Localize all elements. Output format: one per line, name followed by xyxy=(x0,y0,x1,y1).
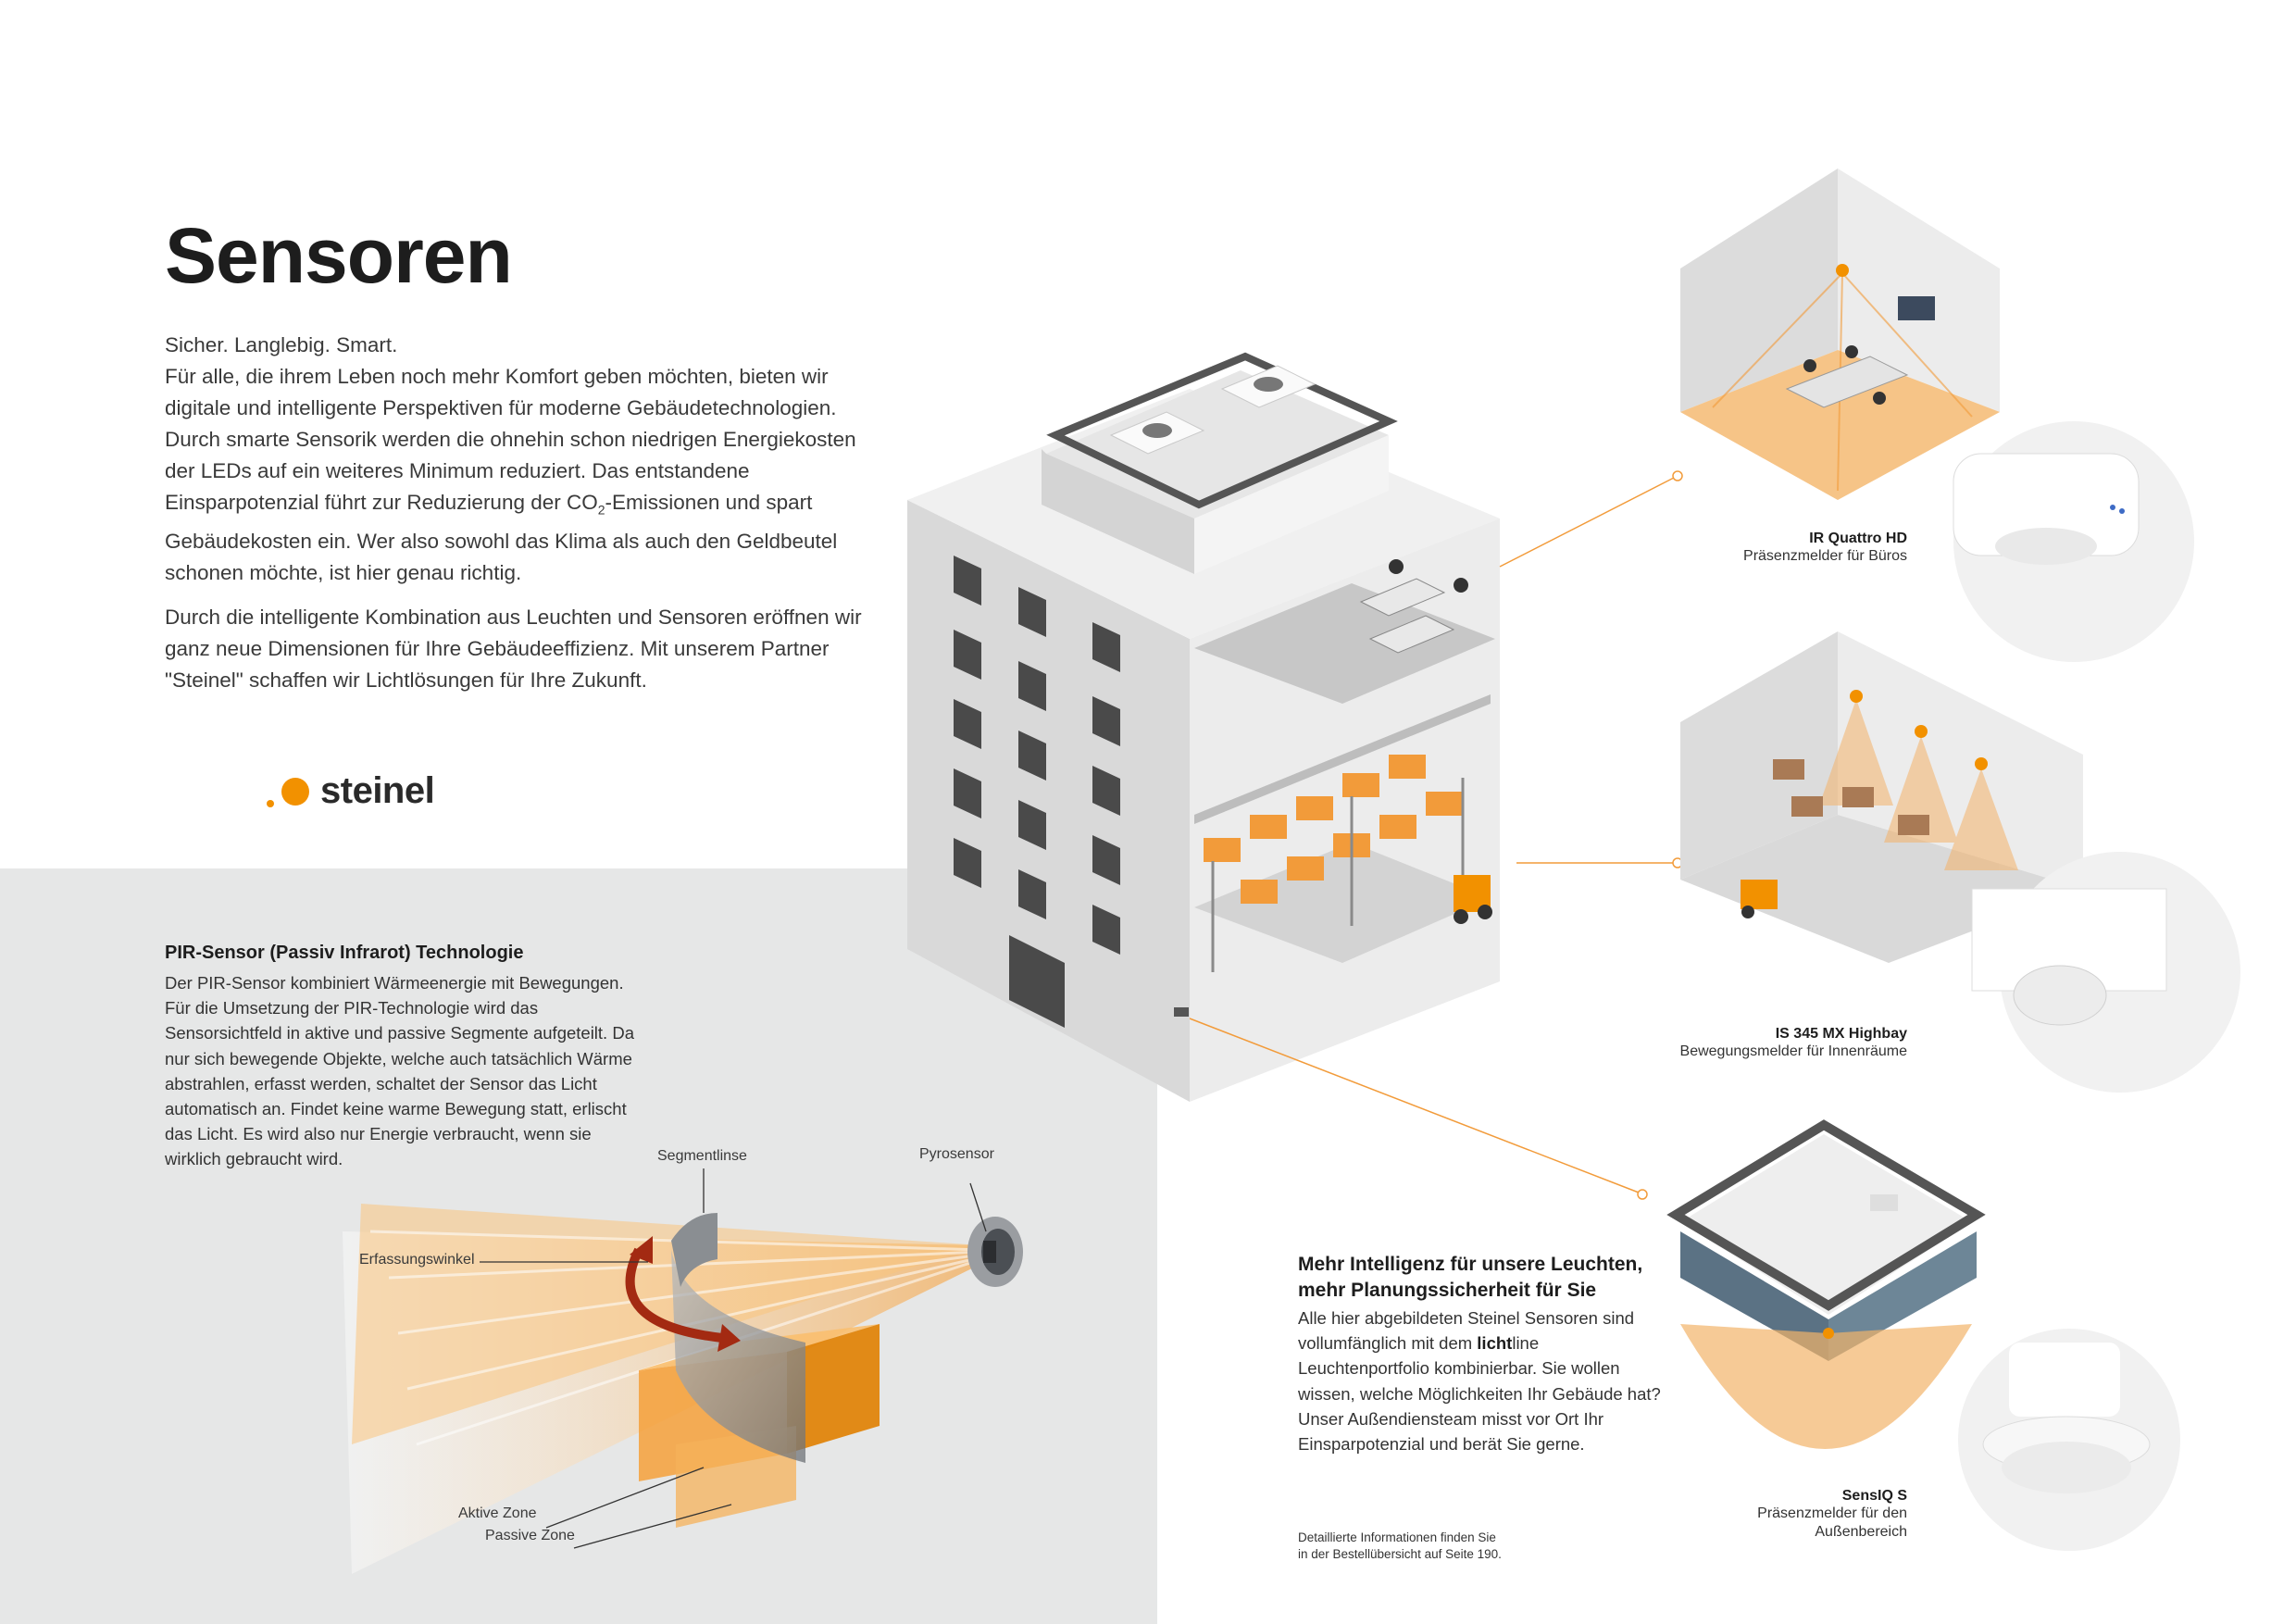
co2-label: CO xyxy=(567,491,598,514)
product-desc: Bewegungsmelder für Innenräume xyxy=(1679,1043,1907,1059)
footnote-line2: in der Bestellübersicht auf Seite 190. xyxy=(1298,1547,1502,1561)
product-desc-line1: Präsenzmelder für den xyxy=(1757,1505,1907,1521)
co2-subscript: 2 xyxy=(597,502,605,518)
pir-title: PIR-Sensor (Passiv Infrarot) Technologie xyxy=(165,943,524,963)
logo-small-dot xyxy=(267,799,274,807)
product-sensiq-s: SensIQ S Präsenzmelder für den Außenbere… xyxy=(1666,1488,1907,1542)
product-desc: Präsenzmelder für Büros xyxy=(1743,548,1907,564)
footnote-line1: Detaillierte Informationen finden Sie xyxy=(1298,1530,1496,1544)
label-segmentlinse: Segmentlinse xyxy=(657,1148,747,1164)
intelligence-title-line1: Mehr Intelligenz für unsere Leuchten, xyxy=(1298,1254,1643,1275)
intro-paragraph-1a: Für alle, die ihrem Leben noch mehr Komf… xyxy=(165,365,856,514)
product-name: SensIQ S xyxy=(1841,1488,1907,1504)
product-name: IR Quattro HD xyxy=(1809,531,1907,546)
label-aktive-zone: Aktive Zone xyxy=(458,1505,537,1521)
product-desc-line2: Außenbereich xyxy=(1815,1524,1907,1540)
product-ir-quattro-hd: IR Quattro HD Präsenzmelder für Büros xyxy=(1666,531,1907,566)
steinel-logo: steinel xyxy=(267,770,435,812)
intelligence-body-b: line Leuchtenportfolio kombinierbar. Sie… xyxy=(1298,1333,1661,1455)
intelligence-title-line2: mehr Planungssicherheit für Sie xyxy=(1298,1280,1597,1301)
intelligence-body-a: Alle hier abgebildeten Steinel Sensoren … xyxy=(1298,1308,1635,1354)
pir-body: Der PIR-Sensor kombiniert Wärmeenergie m… xyxy=(165,973,634,1169)
intro-tagline: Sicher. Langlebig. Smart. xyxy=(165,333,398,356)
intelligence-title: Mehr Intelligenz für unsere Leuchten, me… xyxy=(1298,1252,1687,1304)
intro-paragraph-1b: -Emissionen und spart Gebäudekosten ein.… xyxy=(165,491,838,584)
product-name: IS 345 MX Highbay xyxy=(1775,1026,1907,1042)
page-title: Sensoren xyxy=(165,212,513,299)
intelligence-body: Alle hier abgebildeten Steinel Sensoren … xyxy=(1298,1305,1668,1456)
intro-paragraph-2: Durch die intelligente Kombination aus L… xyxy=(165,605,862,692)
footnote: Detaillierte Informationen finden Sie in… xyxy=(1298,1530,1502,1563)
logo-wordmark: steinel xyxy=(320,770,435,811)
product-is-345-mx-highbay: IS 345 MX Highbay Bewegungsmelder für In… xyxy=(1629,1026,1907,1061)
label-pyrosensor: Pyrosensor xyxy=(919,1146,994,1162)
intro-text: Sicher. Langlebig. Smart. Für alle, die … xyxy=(165,330,868,696)
label-erfassungswinkel: Erfassungswinkel xyxy=(359,1252,475,1268)
intelligence-body-bold: licht xyxy=(1477,1333,1513,1354)
logo-large-dot xyxy=(281,777,309,806)
label-passive-zone: Passive Zone xyxy=(485,1528,575,1543)
